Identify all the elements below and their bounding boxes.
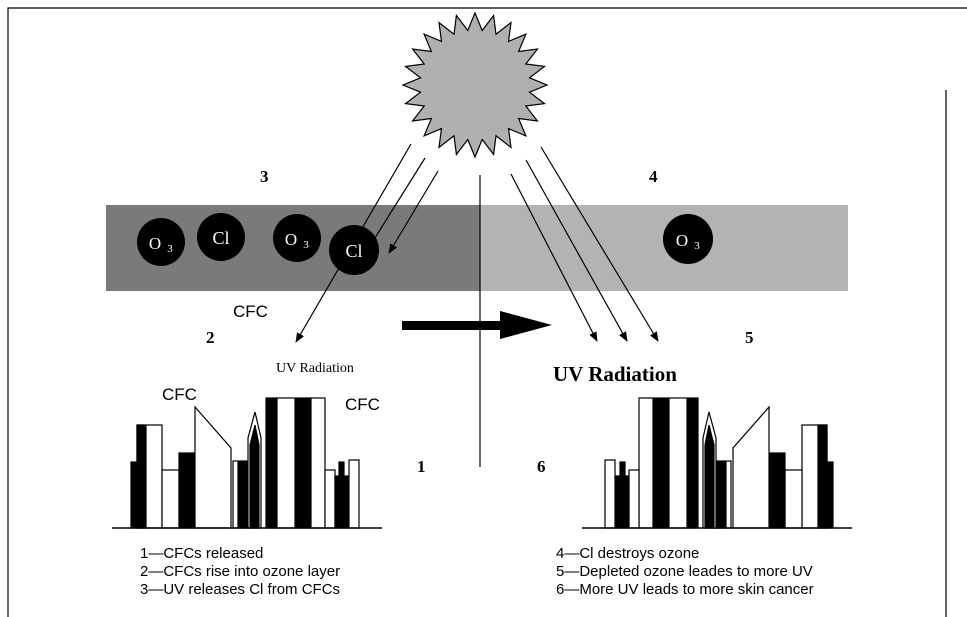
legend-item: 3—UV releases Cl from CFCs (140, 581, 341, 598)
uv-radiation-label-large: UV Radiation (553, 362, 677, 386)
cl-label: Cl (212, 228, 229, 248)
step-number-5: 5 (745, 328, 754, 347)
legend-right: 4—Cl destroys ozone 5—Depleted ozone lea… (556, 545, 814, 599)
cfc-label-right: CFC (345, 395, 380, 414)
uv-arrow-left-2 (388, 170, 439, 254)
cfc-label-left: CFC (162, 385, 197, 404)
cl-label: Cl (345, 241, 362, 261)
uv-arrow-right-1 (510, 173, 598, 342)
legend-item: 1—CFCs released (140, 545, 264, 562)
molecule-o3-2: O 3 (273, 214, 321, 262)
step-number-4: 4 (649, 167, 658, 186)
o3-subscript: 3 (167, 243, 173, 255)
molecule-cl-2: Cl (329, 225, 379, 275)
o3-label: O (676, 231, 688, 250)
legend-item: 2—CFCs rise into ozone layer (140, 563, 341, 580)
uv-arrow-right-3 (540, 146, 659, 342)
uv-arrow-right-2 (525, 159, 628, 342)
step-number-6: 6 (537, 457, 546, 476)
molecule-cl-1: Cl (197, 213, 245, 261)
step-number-2: 2 (206, 328, 215, 347)
o3-subscript: 3 (694, 240, 700, 252)
legend-item: 6—More UV leads to more skin cancer (556, 581, 814, 598)
o3-subscript: 3 (303, 239, 309, 251)
legend-item: 5—Depleted ozone leades to more UV (556, 563, 813, 580)
molecule-o3-3: O 3 (663, 214, 713, 264)
molecule-o3-1: O 3 (137, 218, 185, 266)
sun-icon (401, 11, 549, 159)
legend-item: 4—Cl destroys ozone (556, 545, 700, 562)
frame-border (7, 7, 967, 617)
uv-radiation-label-small: UV Radiation (276, 361, 354, 376)
o3-label: O (285, 230, 297, 249)
step-number-3: 3 (260, 167, 269, 186)
ozone-layer-right (480, 205, 848, 291)
o3-label: O (149, 234, 161, 253)
legend-left: 1—CFCs released 2—CFCs rise into ozone l… (140, 545, 340, 599)
city-skyline-right (581, 397, 853, 529)
city-skyline-left (112, 397, 382, 529)
step-number-1: 1 (417, 457, 426, 476)
cfc-label-rising: CFC (233, 302, 268, 321)
progress-arrow (402, 311, 552, 339)
